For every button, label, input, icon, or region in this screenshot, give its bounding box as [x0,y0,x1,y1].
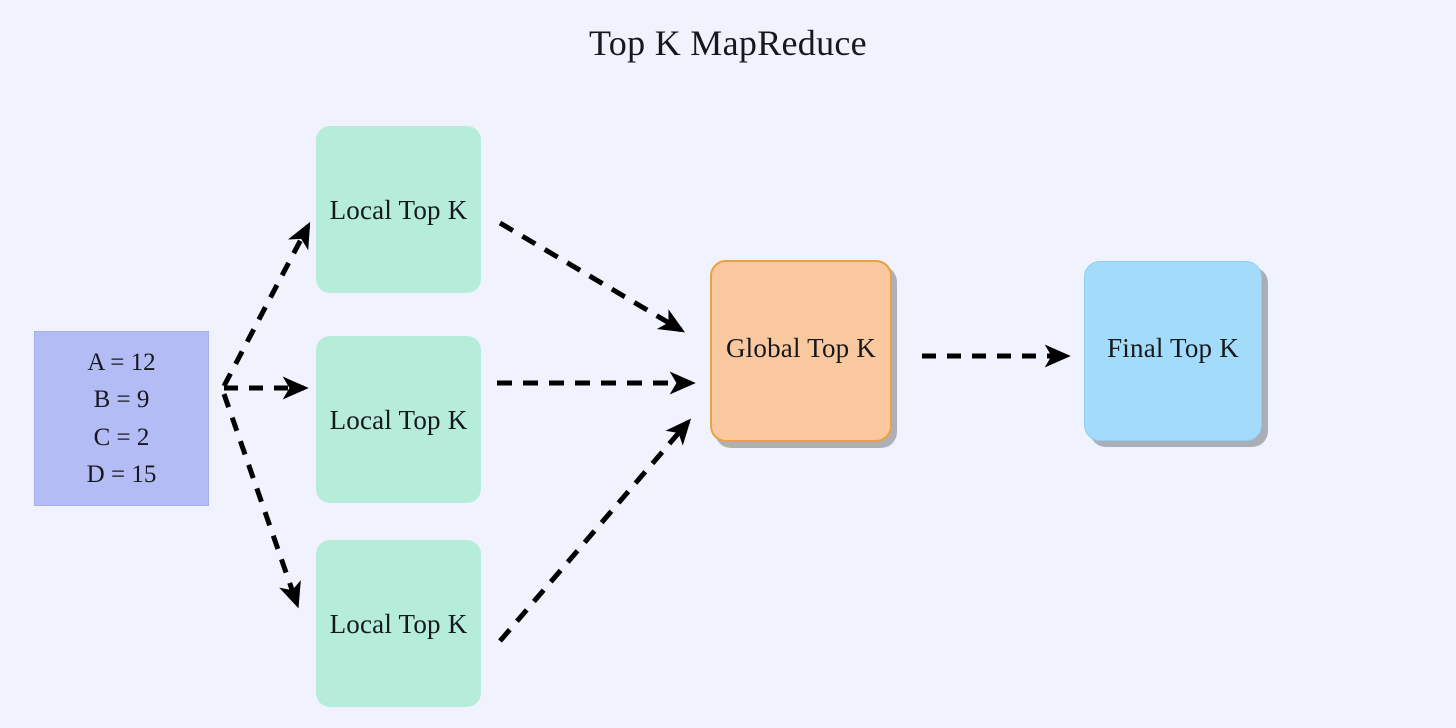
global-top-k-label: Global Top K [725,333,876,363]
edge-mapper-0-to-reducer [498,220,686,333]
input-entry-c: C = 2 [93,423,150,451]
local-top-k-box-3[interactable]: Local Top K [316,540,481,707]
edge-input-to-mapper-0 [221,221,311,388]
final-top-k-box[interactable]: Final Top K [1084,261,1262,441]
edge-mapper-2-to-reducer [498,418,692,643]
global-top-k-box[interactable]: Global Top K [710,260,892,442]
local-top-k-box-1[interactable]: Local Top K [316,126,481,293]
input-entry-d: D = 15 [86,461,157,488]
local-top-k-box-2[interactable]: Local Top K [316,336,481,503]
page-title: Top K MapReduce [589,23,867,63]
input-entry-b: B = 9 [93,386,150,413]
local-top-k-label-1: Local Top K [329,195,468,225]
edge-input-to-mapper-2 [221,393,301,609]
local-top-k-label-3: Local Top K [329,609,468,639]
input-dataset-box[interactable]: A = 12 B = 9 C = 2 D = 15 [34,331,209,506]
local-top-k-label-2: Local Top K [329,405,468,435]
final-top-k-label: Final Top K [1107,333,1239,363]
input-entry-a: A = 12 [87,348,156,376]
